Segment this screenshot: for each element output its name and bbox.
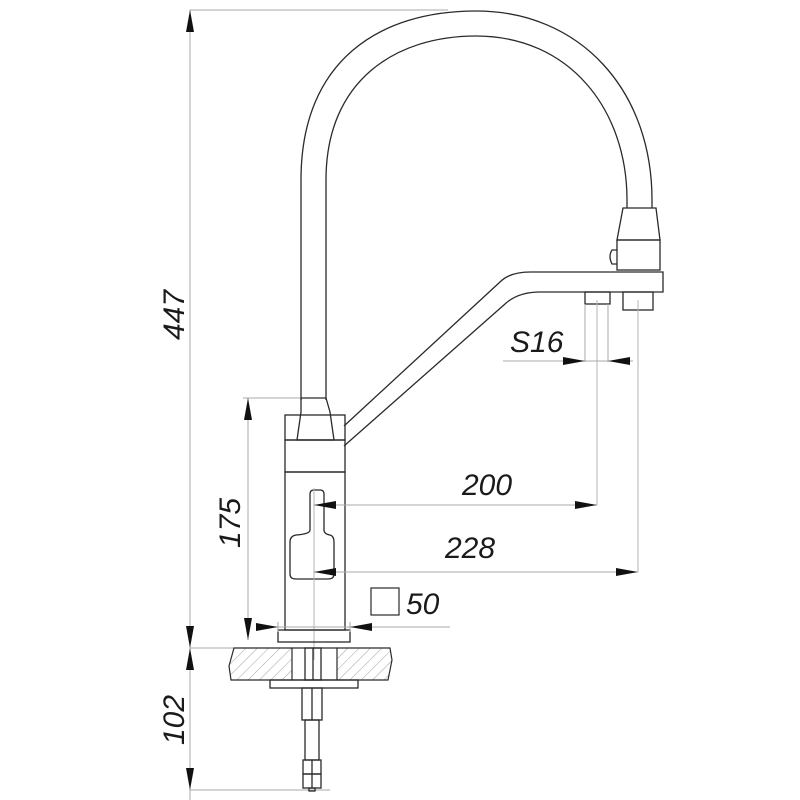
dimension-square-50: 50 <box>256 587 450 632</box>
dimension-447: 447 <box>158 9 448 800</box>
dimension-label-200: 200 <box>461 469 512 502</box>
dimension-228: 228 <box>314 532 638 576</box>
dimension-200: 200 <box>314 469 597 509</box>
square-symbol-icon <box>370 587 400 616</box>
dimension-label-175: 175 <box>214 498 247 548</box>
dimension-s16: S16 <box>503 300 639 572</box>
dimension-175: 175 <box>214 397 300 640</box>
dimension-label-447: 447 <box>158 289 191 340</box>
dimension-label-s16: S16 <box>510 326 564 359</box>
dimension-label-50: 50 <box>406 588 440 621</box>
spray-head <box>609 207 661 271</box>
faucet-body <box>277 397 351 660</box>
dimension-label-228: 228 <box>444 532 495 565</box>
pull-out-hose <box>300 10 653 400</box>
supply-tube <box>301 687 323 792</box>
spout-arm <box>343 271 664 447</box>
dimension-label-102: 102 <box>158 695 191 745</box>
countertop-section <box>228 647 393 689</box>
